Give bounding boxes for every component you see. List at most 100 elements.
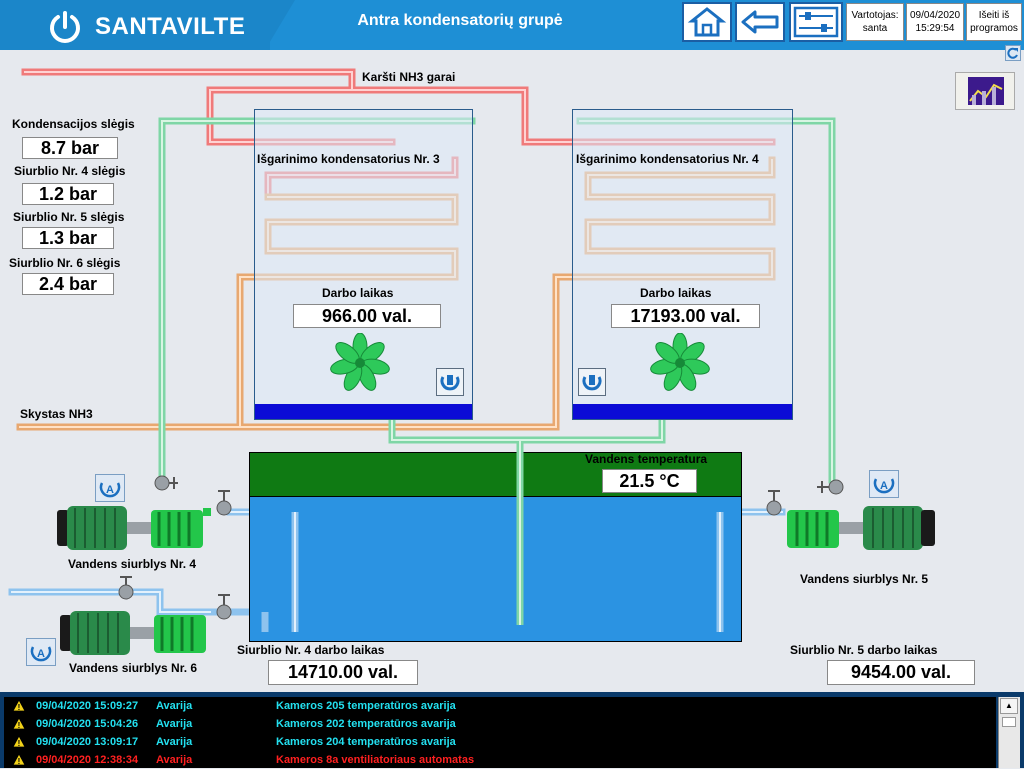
condenser-4-title: Išgarinimo kondensatorius Nr. 4: [576, 152, 759, 166]
condenser-3-title: Išgarinimo kondensatorius Nr. 3: [257, 152, 440, 166]
tank-pipes-overlay: [261, 452, 724, 632]
valve-icon[interactable]: [760, 488, 788, 518]
current-time: 15:29:54: [915, 23, 955, 34]
exit-label-line1: Išeiti iš: [978, 10, 1010, 21]
exit-label-line2: programos: [970, 23, 1018, 34]
alarm-list: ! 09/04/2020 15:09:27 Avarija Kameros 20…: [4, 697, 996, 768]
sliders-icon: [793, 6, 839, 38]
alarm-time: 09/04/2020 12:38:34: [36, 754, 139, 766]
alarm-scrollbar[interactable]: ▲: [998, 697, 1020, 768]
water-temp-value: 21.5 °C: [602, 469, 697, 493]
pump-4: [57, 506, 211, 550]
alarm-type: Avarija: [156, 736, 193, 748]
auto-mode-icon: A: [873, 478, 895, 494]
valve-icon[interactable]: [210, 592, 238, 622]
refresh-button[interactable]: [1005, 45, 1021, 61]
condenser-4-base: [573, 404, 792, 419]
pump6-pressure-value: 2.4 bar: [22, 273, 114, 295]
water-tank: [249, 496, 742, 642]
condenser-3-work-value: 966.00 val.: [293, 304, 441, 328]
header-divider: [255, 0, 295, 50]
water-temp-label: Vandens temperatura: [585, 452, 708, 466]
condenser-3-manual-button[interactable]: [436, 368, 464, 396]
user-name: santa: [862, 23, 888, 34]
condenser-4-work-label: Darbo laikas: [640, 286, 712, 300]
alarm-type: Avarija: [156, 754, 193, 766]
auto-mode-icon: A: [30, 646, 52, 662]
user-info: Vartotojas: santa: [846, 3, 904, 41]
pump-4-work-value: 14710.00 val.: [268, 660, 418, 685]
manual-mode-icon: [440, 375, 460, 391]
brand-name: SANTAVILTE: [95, 13, 246, 40]
pump-6-auto-button[interactable]: A: [26, 638, 56, 666]
svg-text:A: A: [37, 648, 45, 660]
pump5-pressure-value: 1.3 bar: [22, 227, 114, 249]
home-button[interactable]: [682, 2, 732, 42]
svg-text:!: !: [18, 739, 21, 748]
scroll-up-button[interactable]: ▲: [1000, 698, 1018, 714]
valve-icon[interactable]: [814, 476, 848, 498]
refresh-icon: [1007, 47, 1018, 59]
svg-text:A: A: [880, 480, 888, 492]
trend-chart-button[interactable]: [955, 72, 1015, 110]
valve-icon[interactable]: [150, 472, 180, 494]
alarm-message: Kameros 202 temperatūros avarija: [276, 718, 456, 730]
back-button[interactable]: [735, 2, 785, 42]
alarm-time: 09/04/2020 13:09:17: [36, 736, 139, 748]
manual-mode-icon: [582, 375, 602, 391]
condenser-4-work-value: 17193.00 val.: [611, 304, 760, 328]
chart-icon: [968, 77, 1004, 105]
hot-gas-label: Karšti NH3 garai: [362, 70, 456, 84]
svg-text:A: A: [106, 484, 114, 496]
condenser-4-manual-button[interactable]: [578, 368, 606, 396]
pump-5-auto-button[interactable]: A: [869, 470, 899, 498]
home-icon: [687, 7, 727, 37]
condenser-4: [572, 109, 793, 420]
pump-4-name: Vandens siurblys Nr. 4: [68, 557, 197, 571]
scroll-thumb[interactable]: [1002, 717, 1016, 727]
alarm-time: 09/04/2020 15:09:27: [36, 700, 139, 712]
back-arrow-icon: [741, 10, 779, 34]
alarm-message: Kameros 204 temperatūros avarija: [276, 736, 456, 748]
svg-text:!: !: [18, 757, 21, 766]
warning-icon: !: [12, 735, 26, 748]
pump4-pressure-value: 1.2 bar: [22, 183, 114, 205]
pump-5-name: Vandens siurblys Nr. 5: [800, 572, 929, 586]
liquid-nh3-label: Skystas NH3: [20, 407, 93, 421]
pump5-pressure-label: Siurblio Nr. 5 slėgis: [13, 210, 125, 224]
user-label: Vartotojas:: [851, 10, 899, 21]
pump-5-work-value: 9454.00 val.: [827, 660, 975, 685]
alarm-time: 09/04/2020 15:04:26: [36, 718, 139, 730]
condenser-3: [254, 109, 473, 420]
pump-4-auto-button[interactable]: A: [95, 474, 125, 502]
pump-5-work-label: Siurblio Nr. 5 darbo laikas: [790, 643, 938, 657]
page-title: Antra kondensatorių grupė: [357, 12, 563, 29]
valve-icon[interactable]: [210, 488, 238, 518]
power-logo-icon: [50, 11, 80, 43]
alarm-type: Avarija: [156, 718, 193, 730]
pump-6-name: Vandens siurblys Nr. 6: [69, 661, 198, 675]
warning-icon: !: [12, 753, 26, 766]
fan-icon: [330, 333, 390, 391]
condenser-3-work-label: Darbo laikas: [322, 286, 394, 300]
pump4-pressure-label: Siurblio Nr. 4 slėgis: [14, 164, 126, 178]
alarm-message: Kameros 8a ventiliatoriaus automatas: [276, 754, 475, 766]
svg-text:!: !: [18, 703, 21, 712]
alarm-message: Kameros 205 temperatūros avarija: [276, 700, 456, 712]
valve-icon[interactable]: [112, 574, 140, 604]
pump-5: [787, 506, 935, 550]
exit-button[interactable]: Išeiti iš programos: [966, 3, 1022, 41]
logo: SANTAVILTE: [0, 0, 270, 50]
alarm-type: Avarija: [156, 700, 193, 712]
warning-icon: !: [12, 699, 26, 712]
condenser-3-base: [255, 404, 472, 419]
warning-icon: !: [12, 717, 26, 730]
current-date: 09/04/2020: [909, 10, 961, 21]
condensation-pressure-label: Kondensacijos slėgis: [12, 117, 135, 131]
pump6-pressure-label: Siurblio Nr. 6 slėgis: [9, 256, 121, 270]
datetime-box: 09/04/2020 15:29:54: [906, 3, 964, 41]
settings-button[interactable]: [789, 2, 843, 42]
svg-text:!: !: [18, 721, 21, 730]
fan-icon: [650, 333, 710, 391]
condensation-pressure-value: 8.7 bar: [22, 137, 118, 159]
